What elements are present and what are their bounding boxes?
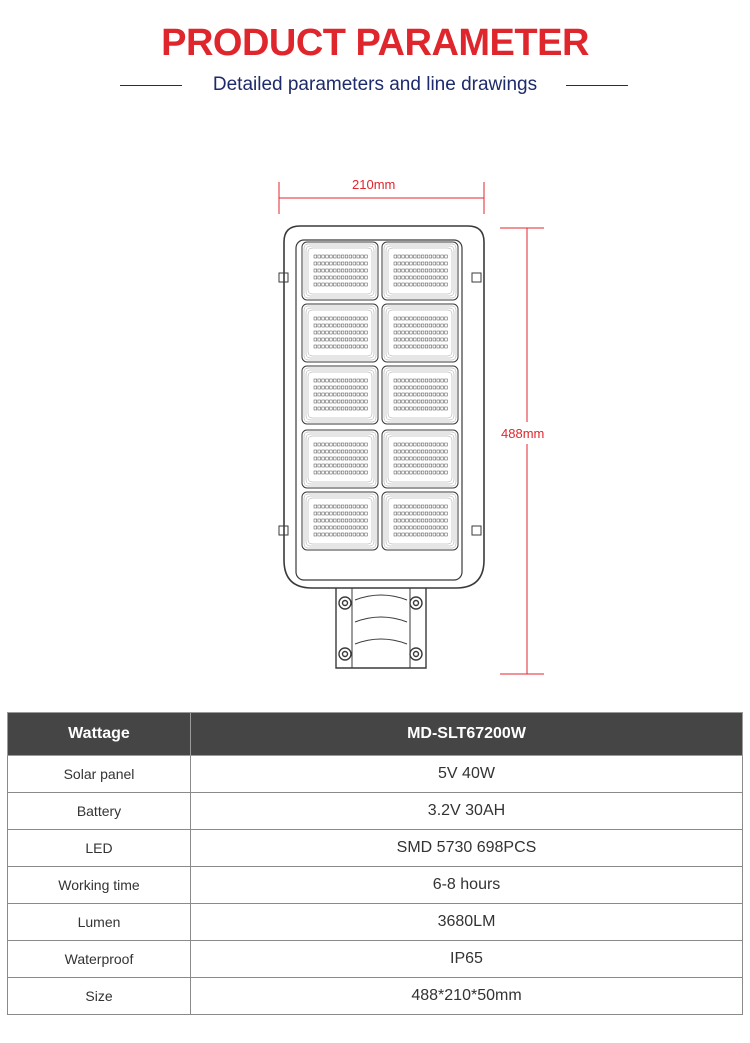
spec-value: 3.2V 30AH — [190, 792, 743, 830]
width-dimension-label: 210mm — [352, 177, 396, 192]
line-drawing: 210mm 488mm — [0, 160, 750, 690]
spec-value: 3680LM — [190, 903, 743, 941]
subtitle-rule-left — [120, 85, 182, 86]
table-row: LED SMD 5730 698PCS — [7, 829, 743, 867]
led-module — [381, 241, 459, 301]
subtitle-row: Detailed parameters and line drawings — [0, 72, 750, 98]
led-module — [301, 303, 379, 363]
spec-key: LED — [7, 829, 191, 867]
street-light-drawing — [278, 182, 544, 675]
width-dimension — [278, 182, 485, 214]
spec-value: 488*210*50mm — [190, 977, 743, 1015]
spec-header-key: Wattage — [7, 712, 191, 756]
led-module — [301, 241, 379, 301]
spec-key: Lumen — [7, 903, 191, 941]
spec-key: Solar panel — [7, 755, 191, 793]
table-row: Solar panel 5V 40W — [7, 755, 743, 793]
spec-key: Size — [7, 977, 191, 1015]
spec-value: 5V 40W — [190, 755, 743, 793]
table-row: Waterproof IP65 — [7, 940, 743, 978]
spec-value: 6-8 hours — [190, 866, 743, 904]
led-module — [301, 429, 379, 489]
spec-table-header-row: Wattage MD-SLT67200W — [7, 712, 743, 756]
led-module — [381, 303, 459, 363]
spec-key: Working time — [7, 866, 191, 904]
led-modules — [301, 241, 459, 551]
spec-key: Waterproof — [7, 940, 191, 978]
spec-table: Wattage MD-SLT67200W Solar panel 5V 40W … — [7, 712, 743, 1015]
height-dimension — [500, 227, 544, 675]
led-module — [381, 491, 459, 551]
spec-value: SMD 5730 698PCS — [190, 829, 743, 867]
height-dimension-label: 488mm — [501, 426, 545, 441]
led-module — [381, 429, 459, 489]
spec-header-value: MD-SLT67200W — [190, 712, 743, 756]
spec-value: IP65 — [190, 940, 743, 978]
table-row: Lumen 3680LM — [7, 903, 743, 941]
led-module — [301, 365, 379, 425]
mounting-bracket — [335, 588, 427, 669]
lamp-housing — [278, 225, 485, 589]
page-subtitle: Detailed parameters and line drawings — [212, 74, 538, 95]
led-module — [381, 365, 459, 425]
spec-key: Battery — [7, 792, 191, 830]
table-row: Working time 6-8 hours — [7, 866, 743, 904]
table-row: Battery 3.2V 30AH — [7, 792, 743, 830]
table-row: Size 488*210*50mm — [7, 977, 743, 1015]
led-module — [301, 491, 379, 551]
subtitle-rule-right — [566, 85, 628, 86]
page-title: PRODUCT PARAMETER — [161, 22, 589, 64]
